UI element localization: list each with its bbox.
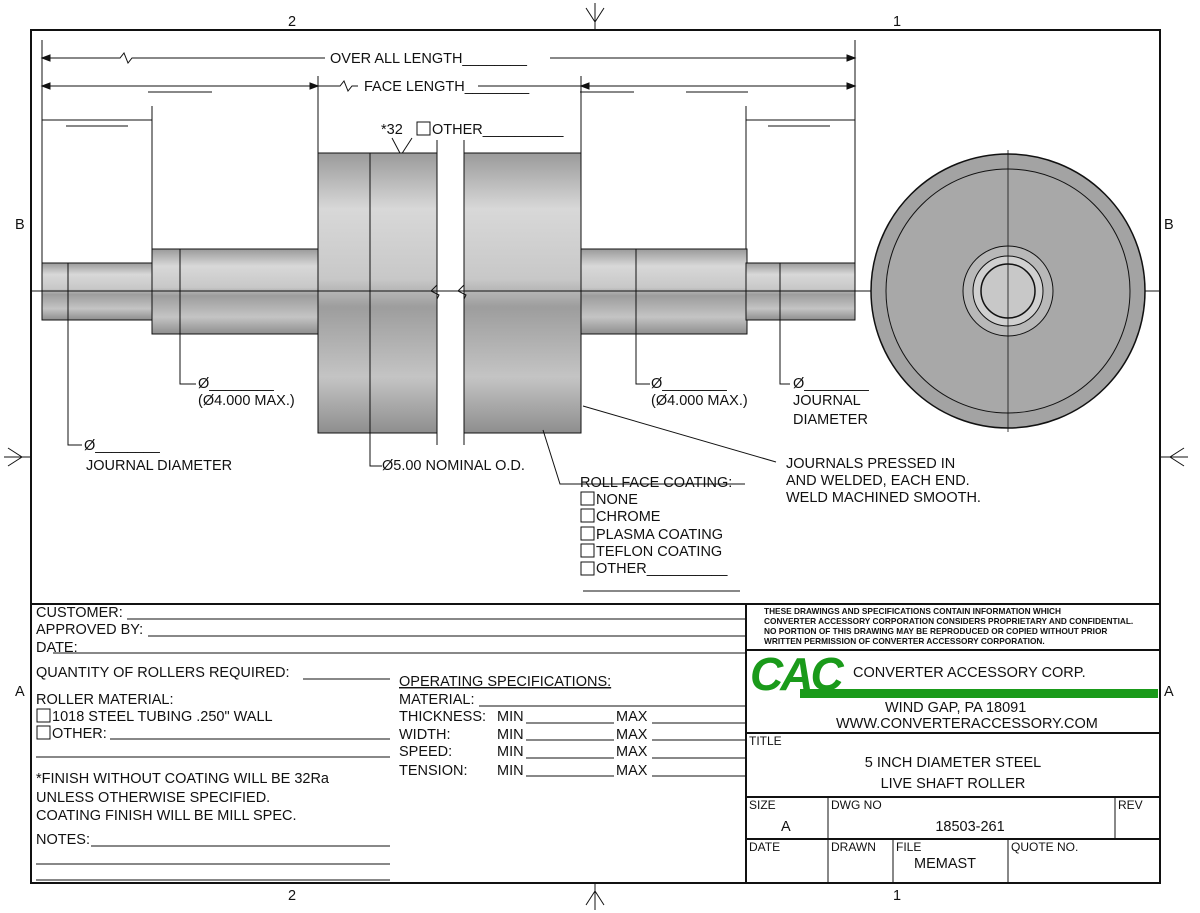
file-label: FILE — [896, 840, 921, 854]
disclaimer: CONVERTER ACCESSORY CORPORATION CONSIDER… — [764, 616, 1133, 626]
right-shoulder-max: (Ø4.000 MAX.) — [651, 393, 748, 409]
date-label: DATE: — [36, 640, 78, 656]
zone-label: B — [1164, 217, 1174, 233]
op-label: TENSION: — [399, 763, 467, 779]
title-block: THESE DRAWINGS AND SPECIFICATIONS CONTAI… — [746, 606, 1160, 883]
finish-mark: *32 — [381, 122, 403, 138]
op-label: SPEED: — [399, 744, 452, 760]
size-value: A — [781, 819, 791, 835]
zone-label: B — [15, 217, 25, 233]
material-checkbox[interactable] — [36, 708, 51, 723]
customer-label: CUSTOMER: — [36, 605, 123, 621]
finish-note: COATING FINISH WILL BE MILL SPEC. — [36, 808, 297, 824]
coating-option: NONE — [596, 492, 638, 508]
drawn-label: DRAWN — [831, 840, 876, 854]
disclaimer: NO PORTION OF THIS DRAWING MAY BE REPROD… — [764, 626, 1107, 636]
op-min: MIN — [497, 727, 524, 743]
logo-bar — [800, 689, 1158, 698]
disclaimer: WRITTEN PERMISSION OF CONVERTER ACCESSOR… — [764, 636, 1045, 646]
face-length-label: FACE LENGTH________ — [364, 79, 530, 95]
company-website: WWW.CONVERTERACCESSORY.COM — [836, 716, 1098, 732]
op-max: MAX — [616, 763, 648, 779]
left-shoulder-dia: Ø________ — [198, 376, 275, 392]
zone-label: A — [15, 684, 25, 700]
nominal-od-label: Ø5.00 NOMINAL O.D. — [382, 458, 525, 474]
title-label: TITLE — [749, 734, 782, 748]
center-mark-icon — [4, 3, 1188, 910]
coating-title: ROLL FACE COATING: — [580, 475, 732, 491]
drawing-title: 5 INCH DIAMETER STEEL — [865, 755, 1041, 771]
finish-note: *FINISH WITHOUT COATING WILL BE 32Ra — [36, 771, 330, 787]
coating-checkbox[interactable] — [580, 561, 595, 576]
left-journal-label: JOURNAL DIAMETER — [86, 458, 232, 474]
roller-material-label: ROLLER MATERIAL: — [36, 692, 174, 708]
notes-label: NOTES: — [36, 832, 90, 848]
left-shoulder-max: (Ø4.000 MAX.) — [198, 393, 295, 409]
zone-label: 1 — [893, 888, 901, 904]
coating-option: CHROME — [596, 509, 661, 525]
coating-checkbox[interactable] — [580, 526, 595, 541]
diameter-leaders — [67, 153, 790, 485]
quote-label: QUOTE NO. — [1011, 840, 1078, 854]
right-journal-label: DIAMETER — [793, 412, 868, 428]
quantity-label: QUANTITY OF ROLLERS REQUIRED: — [36, 665, 290, 681]
coating-option: PLASMA COATING — [596, 527, 723, 543]
file-value: MEMAST — [914, 856, 976, 872]
coating-option: TEFLON COATING — [596, 544, 722, 560]
op-max: MAX — [616, 727, 648, 743]
op-min: MIN — [497, 744, 524, 760]
finish-note: UNLESS OTHERWISE SPECIFIED. — [36, 790, 270, 806]
coating-checkbox[interactable] — [580, 543, 595, 558]
op-max: MAX — [616, 709, 648, 725]
roller-end-view — [870, 150, 1146, 432]
disclaimer: THESE DRAWINGS AND SPECIFICATIONS CONTAI… — [764, 606, 1061, 616]
material-option: 1018 STEEL TUBING .250" WALL — [52, 709, 273, 725]
left-journal-dia: Ø________ — [84, 438, 161, 454]
right-journal-dia: Ø________ — [793, 376, 870, 392]
operating-material: MATERIAL: — [399, 692, 474, 708]
dwg-no-value: 18503-261 — [935, 819, 1004, 835]
right-journal-label: JOURNAL — [793, 393, 861, 409]
zone-label: 2 — [288, 14, 296, 30]
company-address: WIND GAP, PA 18091 — [885, 700, 1026, 716]
op-min: MIN — [497, 763, 524, 779]
coating-checkbox[interactable] — [580, 491, 595, 506]
rev-label: REV — [1118, 798, 1143, 812]
right-shoulder-dia: Ø________ — [651, 376, 728, 392]
journals-note: JOURNALS PRESSED IN — [786, 456, 955, 472]
op-max: MAX — [616, 744, 648, 760]
dimension-lines — [40, 40, 857, 265]
material-option: OTHER: — [52, 726, 107, 742]
zone-label: A — [1164, 684, 1174, 700]
size-label: SIZE — [749, 798, 776, 812]
company-name: CONVERTER ACCESSORY CORP. — [853, 665, 1086, 681]
form-blank-lines — [36, 618, 746, 881]
dwg-no-label: DWG NO — [831, 798, 882, 812]
date-label: DATE — [749, 840, 780, 854]
drawing-title: LIVE SHAFT ROLLER — [881, 776, 1026, 792]
coating-checkbox[interactable] — [580, 508, 595, 523]
op-min: MIN — [497, 709, 524, 725]
coating-options: NONE CHROME PLASMA COATING TEFLON COATIN… — [580, 491, 740, 592]
op-label: WIDTH: — [399, 727, 451, 743]
operating-rows: THICKNESS: MIN MAX WIDTH: MIN MAX SPEED:… — [399, 709, 648, 779]
op-label: THICKNESS: — [399, 709, 486, 725]
finish-other-label: OTHER__________ — [432, 122, 564, 138]
material-checkbox[interactable] — [36, 725, 51, 740]
operating-title: OPERATING SPECIFICATIONS: — [399, 674, 611, 690]
zone-label: 2 — [288, 888, 296, 904]
coating-option: OTHER__________ — [596, 561, 728, 577]
approved-by-label: APPROVED BY: — [36, 622, 143, 638]
journals-note: WELD MACHINED SMOOTH. — [786, 490, 981, 506]
journals-note: AND WELDED, EACH END. — [786, 473, 970, 489]
finish-leader — [391, 137, 413, 156]
zone-label: 1 — [893, 14, 901, 30]
overall-length-label: OVER ALL LENGTH________ — [330, 51, 528, 67]
finish-other-checkbox[interactable] — [416, 121, 431, 136]
